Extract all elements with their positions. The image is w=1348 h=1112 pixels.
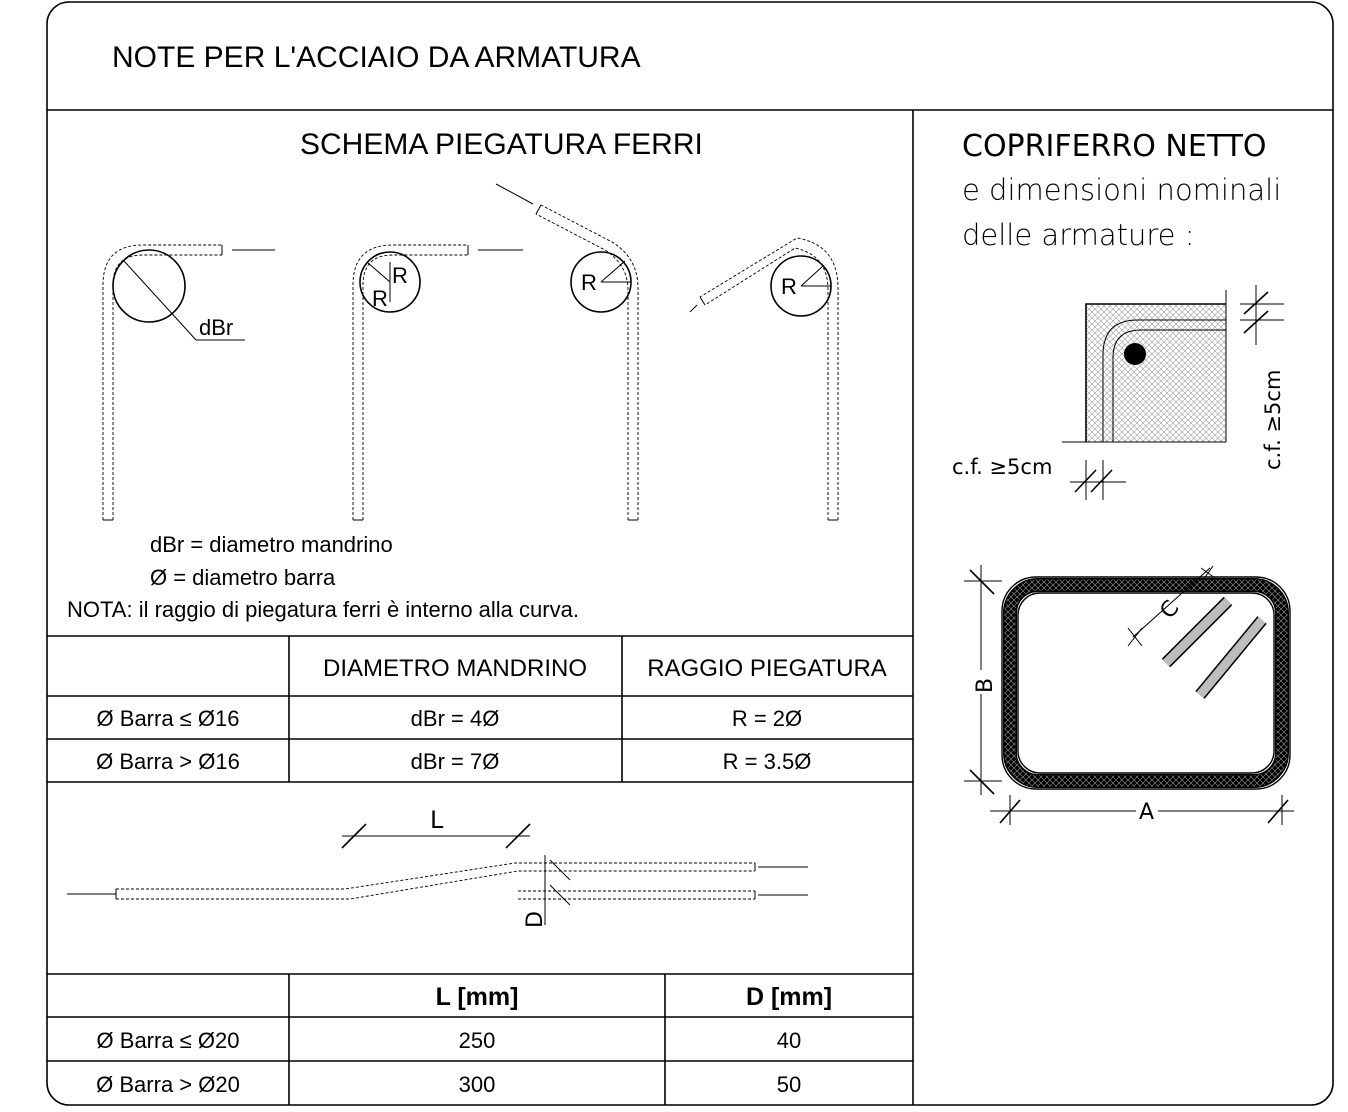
mandrel-circle-1 [112,249,186,323]
lap-table: L [mm] D [mm] Ø Barra ≤ Ø20 250 40 Ø Bar… [47,973,913,1105]
legend-line-1: dBr = diametro mandrino [150,532,393,557]
bend-table-header-2: RAGGIO PIEGATURA [647,655,887,682]
lap-table-row2-l: 300 [459,1072,496,1097]
radius-label-2a: R [392,263,408,288]
bending-heading: SCHEMA PIEGATURA FERRI [300,128,703,161]
lap-offset-label: D [523,911,548,928]
bend-table-row1-radius: R = 2Ø [732,706,802,731]
sheet-title: NOTE PER L'ACCIAIO DA ARMATURA [112,41,641,74]
cover-heading: COPRIFERRO NETTO [962,129,1267,164]
legend-note: NOTA: il raggio di piegatura ferri è int… [67,597,579,622]
cover-subtitle-2: delle armature : [962,218,1195,252]
lap-table-row1-d: 40 [777,1028,801,1053]
bent-bar-2: R R [352,244,523,521]
lap-table-row1-l: 250 [459,1028,496,1053]
bend-table-row2-radius: R = 3.5Ø [723,749,812,774]
stirrup-diagram: C B A [964,565,1294,825]
lap-table-row2-label: Ø Barra > Ø20 [96,1072,240,1097]
radius-label-2b: R [372,286,388,311]
stirrup-b-label: B [973,678,998,693]
stirrup-a-label: A [1139,800,1154,825]
mandrel-circle-2 [359,251,421,313]
legend-line-2: Ø = diametro barra [150,565,336,590]
lap-length-label: L [430,806,444,834]
bend-table: DIAMETRO MANDRINO RAGGIO PIEGATURA Ø Bar… [47,635,913,783]
lap-table-header-1: L [mm] [436,983,519,1011]
lap-table-row1-label: Ø Barra ≤ Ø20 [97,1028,240,1053]
bend-table-row1-label: Ø Barra ≤ Ø16 [97,706,240,731]
cover-vertical-label: c.f. ≥5cm [1261,370,1285,470]
sheet-frame [46,1,1334,1106]
cover-horizontal-label: c.f. ≥5cm [952,455,1052,479]
lap-splice-diagram: L D [67,806,808,928]
stirrup-c-label: C [1155,596,1184,624]
bend-table-row1-mandrel: dBr = 4Ø [411,706,500,731]
radius-label-3: R [581,270,597,295]
bend-table-row2-label: Ø Barra > Ø16 [96,749,240,774]
radius-label-4: R [781,274,797,299]
rebar-dot [1124,343,1146,365]
cover-subtitle-1: e dimensioni nominali [962,173,1281,207]
lap-table-row2-d: 50 [777,1072,801,1097]
bend-table-row2-mandrel: dBr = 7Ø [411,749,500,774]
bent-bar-1: dBr [102,244,275,521]
lap-table-header-2: D [mm] [746,983,832,1011]
bent-bar-4: R [689,237,839,521]
cover-detail: c.f. ≥5cm c.f. ≥5cm [952,285,1285,500]
bent-bar-3: R [495,183,639,521]
bend-table-header-1: DIAMETRO MANDRINO [323,655,587,682]
dbr-label: dBr [199,315,233,340]
